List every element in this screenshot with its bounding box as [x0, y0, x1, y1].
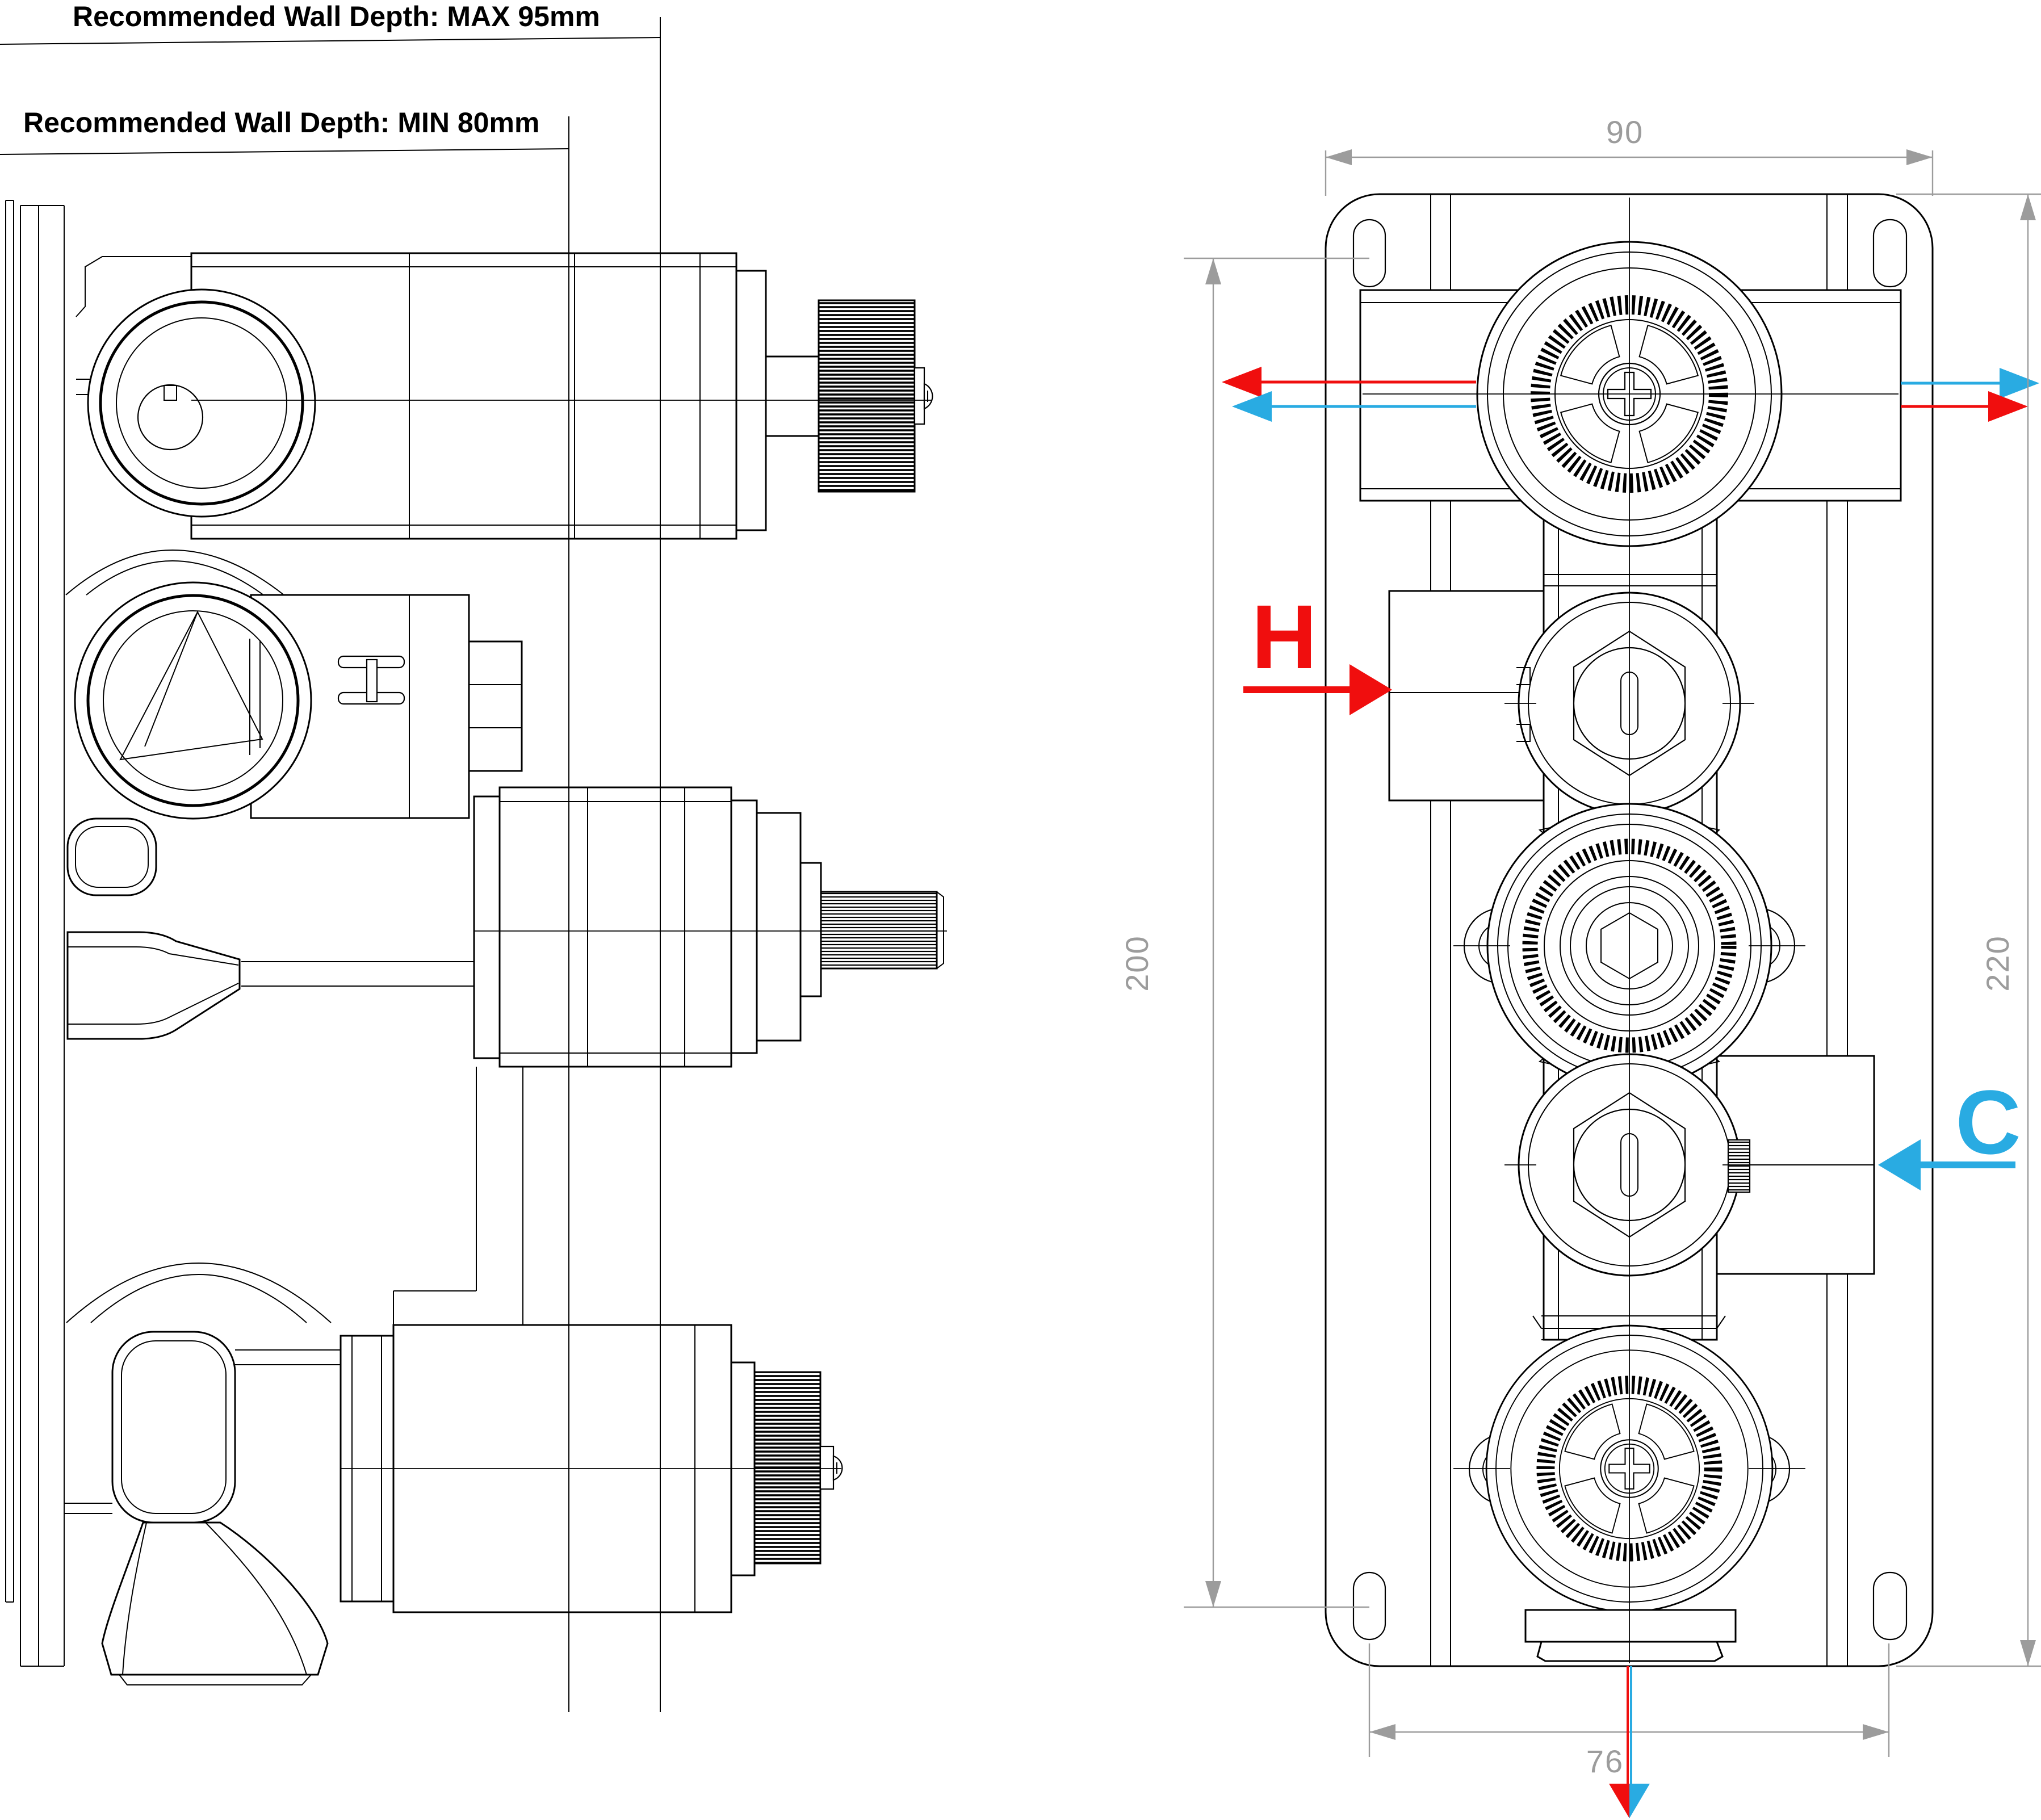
dim-arrow-down-icon	[2020, 1640, 2036, 1666]
body-column	[393, 1067, 523, 1325]
dimension-76: 76	[1368, 1643, 1890, 1779]
thermostatic-cartridge-side	[473, 786, 944, 1068]
dim-200-value: 200	[1119, 935, 1155, 991]
cold-inlet-annotation: C	[1878, 1071, 2021, 1190]
left-side-view: Recommended Wall Depth: MAX 95mm Recomme…	[0, 1, 947, 1712]
dim-arrow-up-icon	[1205, 258, 1221, 284]
dim-220-value: 220	[1980, 935, 2015, 991]
front-view: 90 200 220 76 H	[1119, 114, 2041, 1818]
wall-depth-max-label: Recommended Wall Depth: MAX 95mm	[73, 1, 600, 32]
h-bracket-symbol	[337, 655, 405, 705]
splined-shaft	[820, 891, 938, 970]
outlet-arrow-hot-half-icon	[1609, 1784, 1629, 1818]
inlet-port-capsule	[66, 817, 157, 896]
mixed-outlet-arrow	[1609, 1666, 1650, 1818]
dim-90-value: 90	[1606, 114, 1644, 150]
cold-arrow-left-icon	[1232, 391, 1272, 422]
hot-inlet-annotation: H	[1243, 586, 1392, 715]
upper-port-clips	[1516, 667, 1531, 742]
hot-inlet-arrow-icon	[1350, 664, 1392, 715]
dim-arrow-left-icon	[1369, 1724, 1395, 1740]
dim-arrow-right-icon	[1906, 149, 1933, 165]
outlet-arrow-cold-half-icon	[1629, 1784, 1650, 1818]
cold-label: C	[1955, 1071, 2021, 1173]
wall-depth-min-label: Recommended Wall Depth: MIN 80mm	[23, 107, 539, 139]
dimension-220: 220	[1896, 193, 2041, 1667]
bottom-elbow-side	[64, 1331, 329, 1685]
outlet-spigot	[1524, 1609, 1737, 1662]
wall-depth-annotations: Recommended Wall Depth: MAX 95mm Recomme…	[0, 1, 661, 155]
diverter-assembly-side	[74, 581, 523, 820]
cold-inlet-arrow-icon	[1878, 1139, 1921, 1190]
left-view-reference-lines	[191, 17, 947, 1712]
bleed-screw-knurl	[1727, 1139, 1751, 1193]
hot-arrow-right-icon	[1988, 391, 2028, 422]
hot-label: H	[1251, 586, 1317, 687]
center-dial-gussets	[1538, 821, 1721, 1070]
flow-control-assembly-side	[76, 252, 933, 540]
mounting-slot-bottom-left	[1352, 1571, 1386, 1641]
dimension-200: 200	[1119, 257, 1369, 1608]
hot-arrow-left-icon	[1222, 367, 1262, 397]
upper-arch-bracket	[65, 550, 284, 596]
dimension-90: 90	[1325, 114, 1934, 196]
dim-76-value: 76	[1586, 1743, 1624, 1779]
bottom-dial-group	[1468, 1326, 1791, 1612]
wall-depth-max-leader	[0, 37, 661, 45]
mounting-slots	[1352, 219, 1908, 1641]
dim-arrow-left-icon	[1326, 149, 1352, 165]
wall-depth-min-leader	[0, 148, 569, 155]
cold-arrow-right-icon	[2000, 368, 2039, 399]
mounting-slot-top-right	[1872, 219, 1908, 288]
dim-arrow-right-icon	[1863, 1724, 1889, 1740]
top-flow-arrows	[1222, 367, 2039, 422]
lower-arch-bracket	[66, 1263, 332, 1323]
wall-plate-edge	[5, 200, 65, 1667]
knurled-knob-bottom	[753, 1371, 822, 1565]
mounting-slot-bottom-right	[1872, 1571, 1908, 1641]
plate-channel-lines	[1430, 194, 1848, 1666]
mounting-slot-top-left	[1352, 219, 1386, 288]
knurled-knob-top	[818, 299, 916, 493]
dim-arrow-up-icon	[2020, 194, 2036, 220]
front-view-centerlines	[1363, 198, 1898, 1663]
outlet-funnel-side	[66, 931, 474, 1040]
dim-arrow-down-icon	[1205, 1581, 1221, 1607]
hot-inlet-block	[1388, 590, 1545, 802]
